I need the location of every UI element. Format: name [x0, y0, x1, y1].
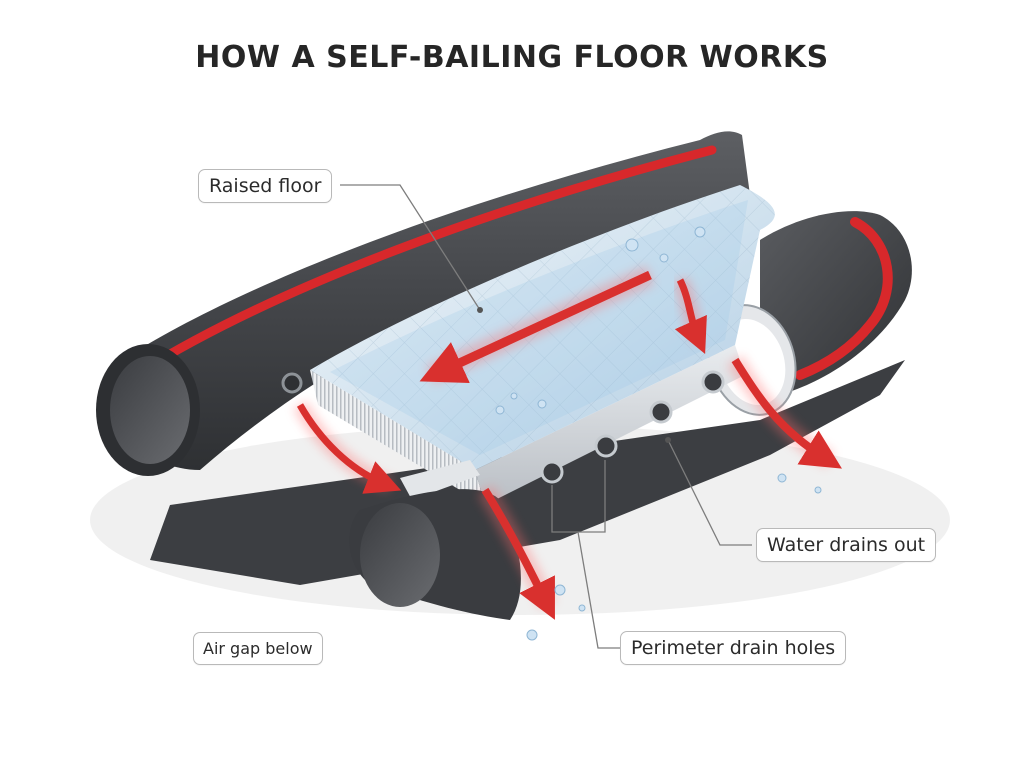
water-drop-icon — [814, 486, 822, 494]
water-drop-icon — [777, 473, 787, 483]
leader-lines — [340, 184, 752, 649]
water-flow-arrows — [293, 265, 842, 620]
flow-arrow-icon — [419, 270, 652, 383]
flow-arrow-icon — [481, 487, 555, 620]
water-drop-icon — [510, 392, 518, 400]
water-drop-icon — [495, 405, 505, 415]
front-hull-lip — [400, 460, 480, 500]
water-drop-icon — [526, 629, 538, 641]
callout-water-drains-out: Water drains out — [756, 528, 937, 562]
callout-raised-floor: Raised floor — [198, 169, 333, 203]
flow-arrow-icon — [731, 357, 842, 469]
right-tube — [760, 211, 912, 395]
leader-water-drains-out — [667, 439, 752, 546]
flow-arrow-icon — [674, 278, 707, 354]
callout-air-gap-below: Air gap below — [193, 632, 323, 665]
drain-hole-icon — [594, 434, 618, 458]
leader-drain-holes-2 — [577, 531, 620, 649]
floor-side-front — [475, 345, 745, 505]
water-drop-icon — [537, 399, 547, 409]
front-tube-end — [360, 503, 440, 607]
left-tube-stripe — [135, 145, 717, 377]
callout-perimeter-drain-holes: Perimeter drain holes — [620, 631, 847, 665]
right-tube-stripe — [795, 217, 893, 380]
leader-raised-floor — [340, 184, 481, 311]
drain-hole-icon — [649, 400, 673, 424]
perimeter-drain-holes — [281, 370, 725, 484]
drain-hole-icon — [540, 460, 564, 484]
leader-dot — [665, 437, 671, 443]
flow-arrow-icon — [296, 403, 402, 494]
page-title: HOW A SELF-BAILING FLOOR WORKS — [195, 40, 829, 75]
drain-hole-icon — [281, 372, 303, 394]
drain-hole-icon — [701, 370, 725, 394]
water-droplets — [495, 226, 822, 641]
left-tube — [110, 131, 752, 470]
left-tube-end-inner — [110, 356, 190, 464]
water-drop-icon — [578, 604, 586, 612]
water-drop-icon — [554, 584, 566, 596]
water-drop-icon — [659, 253, 669, 263]
water-drop-icon — [625, 238, 639, 252]
leader-dot — [477, 307, 483, 313]
water-drop-icon — [694, 226, 706, 238]
